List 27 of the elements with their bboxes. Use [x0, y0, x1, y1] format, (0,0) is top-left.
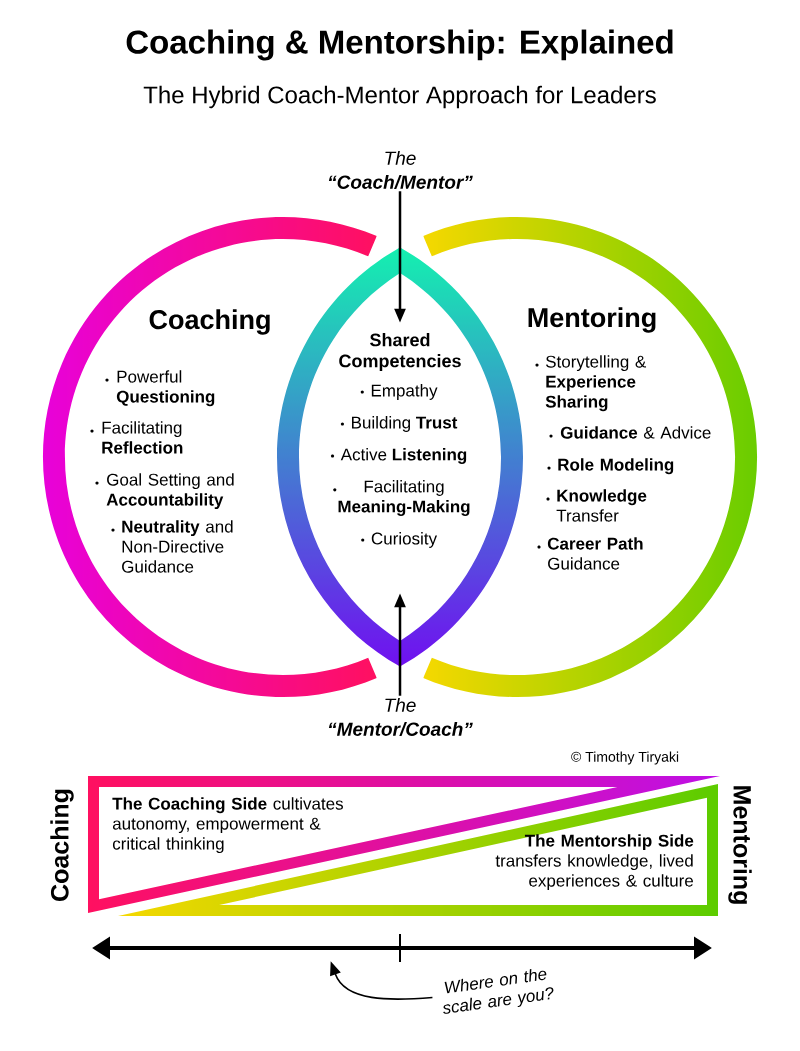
list-item: Powerful Questioning [116, 370, 215, 407]
list-item: Empathy [371, 384, 438, 400]
list-item: Facilitating Meaning-Making [338, 480, 470, 516]
heading: Shared Competencies [339, 333, 461, 371]
side-label: Coaching [50, 789, 74, 901]
heading: Coaching [149, 309, 270, 335]
side-label: Mentoring [728, 786, 752, 904]
side-description: The Mentorship Side transfers knowledge, lived experiences & culture [495, 834, 694, 891]
question-note: Where on the scale are you? [443, 969, 554, 1014]
arrow-caption: The “Coach/Mentor” [328, 150, 473, 190]
list-item: Role Modeling [558, 458, 674, 475]
list-item: Facilitating Reflection [102, 421, 183, 454]
list-item: Career Path Guidance [547, 537, 643, 570]
list-item: Goal Setting and Accountability [106, 473, 234, 510]
copyright-note: © Timothy Tiryaki [571, 751, 679, 765]
list-item: Guidance & Advice [560, 426, 711, 439]
list-item: Building Trust [352, 416, 458, 432]
arrow-caption: The “Mentor/Coach” [328, 697, 473, 737]
side-description: The Coaching Side cultivates autonomy, empowerment & critical thinking [112, 797, 343, 854]
list-item: Knowledge Transfer [556, 489, 647, 522]
list-item: Active Listening [340, 448, 467, 464]
list-item: Neutrality and Non-Directive Guidance [122, 520, 233, 573]
title: Coaching & Mentorship: Explained [126, 29, 673, 61]
list-item: Storytelling & Experience Sharing [545, 355, 646, 412]
heading: Mentoring [528, 307, 656, 333]
list-item: Curiosity [371, 532, 438, 548]
subtitle: The Hybrid Coach-Mentor Approach for Leaders [143, 85, 656, 109]
